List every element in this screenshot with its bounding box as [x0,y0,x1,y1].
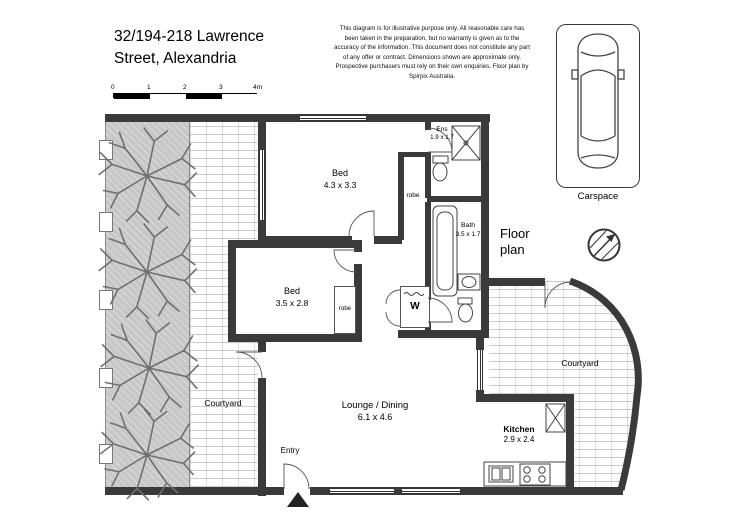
scale-tick: 1 [147,84,151,91]
washer-label: W [410,301,420,312]
scale-tick: 0 [111,84,115,91]
sliding-door [477,350,483,390]
window [330,488,394,494]
carspace-outline [556,24,640,188]
kitchen-counter [483,461,567,487]
carspace-label: Carspace [577,191,619,202]
wall [105,114,191,122]
scale-bar-rule [113,93,258,99]
wall [425,202,431,300]
window [259,150,265,220]
disclaimer-text: This diagram is for illustrative purpose… [334,25,530,81]
planter-box [99,290,113,310]
wall [398,152,428,157]
room-label-entry: Entry [280,446,300,455]
planter-box [99,212,113,232]
wall [484,394,574,402]
sink-icon [457,273,481,291]
scale-tick: 2 [183,84,187,91]
toilet-icon [432,155,449,182]
courtyard-right-paving [483,280,643,490]
robe2-box [334,286,356,334]
garden-bed [105,122,190,495]
scale-bar: 0 1 2 3 4m [111,84,263,106]
room-label-robe2: robe [338,306,351,312]
wall [476,336,484,350]
wall [258,340,266,496]
wall [398,330,485,338]
entry-opening [284,487,310,495]
wall [228,334,362,342]
wall [354,240,362,252]
room-label-courtyard-left: Courtyard [204,398,242,408]
wall [425,152,431,198]
wall [374,236,402,244]
wall [573,487,623,495]
window [300,115,366,121]
window [402,488,460,494]
page-title: 32/194-218 Lawrence Street, Alexandria [114,28,264,68]
floor-plan-label: Floor plan [500,226,530,258]
scale-tick: 4m [253,84,263,91]
wall [398,156,404,240]
wall [228,240,362,248]
wall [354,264,362,342]
courtyard-door-opening [258,352,266,378]
wall [228,240,236,342]
toilet-icon [457,297,473,323]
scale-tick: 3 [219,84,223,91]
kitchen-sink-icon [488,465,514,483]
wall [481,114,489,338]
wall [566,394,574,495]
planter-box [99,140,113,160]
room-label-courtyard-right: Courtyard [561,358,599,368]
wall [425,122,431,130]
wall [476,390,484,402]
planter-box [99,368,113,388]
planter-box [99,444,113,464]
wall [481,278,545,286]
bathtub-icon [432,205,458,297]
room-label-robe1: robe [406,192,420,199]
north-compass-icon [587,228,621,262]
stove-icon [519,463,551,486]
wall [427,196,483,202]
